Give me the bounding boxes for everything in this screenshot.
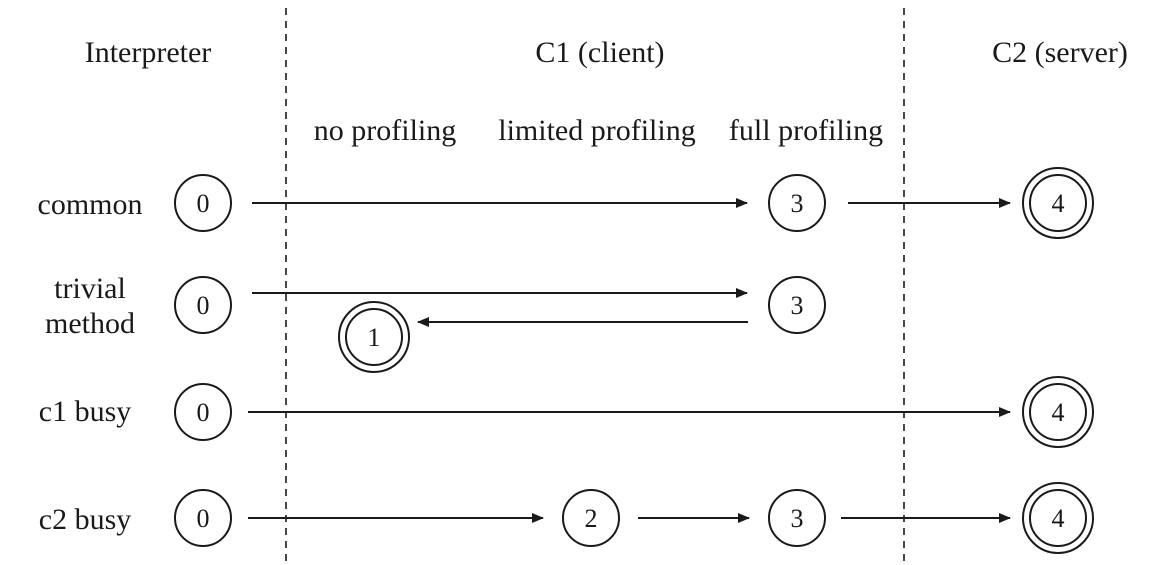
svg-text:0: 0 xyxy=(197,189,210,218)
svg-text:4: 4 xyxy=(1052,189,1065,218)
svg-text:0: 0 xyxy=(197,291,210,320)
node-c2busy-level-4-final: 4 xyxy=(1022,482,1094,554)
node-common-level-3: 3 xyxy=(768,174,826,232)
node-c1busy-level-4-final: 4 xyxy=(1022,376,1094,448)
svg-text:0: 0 xyxy=(197,504,210,533)
level-full-profiling: full profiling xyxy=(729,114,883,147)
column-header-c2: C2 (server) xyxy=(992,36,1128,69)
svg-text:3: 3 xyxy=(791,504,804,533)
node-trivial-level-0: 0 xyxy=(174,276,232,334)
node-trivial-level-3: 3 xyxy=(768,276,826,334)
node-trivial-level-1-final: 1 xyxy=(338,301,410,373)
node-common-level-4-final: 4 xyxy=(1022,167,1094,239)
level-limited-profiling: limited profiling xyxy=(498,114,695,147)
column-header-c1: C1 (client) xyxy=(535,36,664,69)
row-label-common: common xyxy=(38,188,143,221)
row-label-c1-busy: c1 busy xyxy=(39,395,132,428)
row-label-trivial: trivial xyxy=(54,272,126,305)
node-c2busy-level-3: 3 xyxy=(768,489,826,547)
node-common-level-0: 0 xyxy=(174,174,232,232)
svg-text:4: 4 xyxy=(1052,398,1065,427)
svg-text:2: 2 xyxy=(585,504,598,533)
level-no-profiling: no profiling xyxy=(314,114,457,147)
node-c1busy-level-0: 0 xyxy=(174,383,232,441)
svg-text:3: 3 xyxy=(791,189,804,218)
column-header-interpreter: Interpreter xyxy=(85,36,212,69)
node-c2busy-level-0: 0 xyxy=(174,489,232,547)
svg-text:1: 1 xyxy=(368,323,381,352)
svg-text:3: 3 xyxy=(791,291,804,320)
node-c2busy-level-2: 2 xyxy=(562,489,620,547)
svg-text:0: 0 xyxy=(197,398,210,427)
row-label-method: method xyxy=(45,307,135,340)
svg-text:4: 4 xyxy=(1052,504,1065,533)
row-label-c2-busy: c2 busy xyxy=(39,503,132,536)
